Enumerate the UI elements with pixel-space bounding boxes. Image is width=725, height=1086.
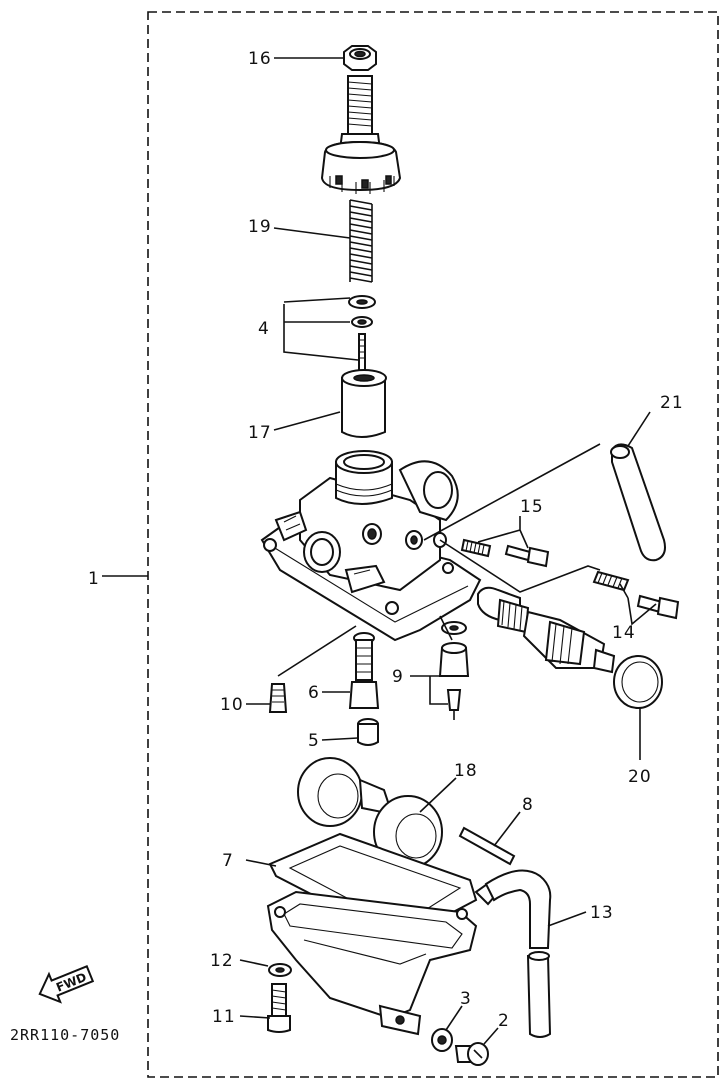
- part-5-main-jet: [357, 718, 379, 746]
- callout-10: 10: [220, 695, 244, 715]
- part-12-washer: [268, 963, 292, 977]
- part-14-screws: [592, 570, 680, 620]
- part-2-drain-screw: [454, 1042, 489, 1066]
- callout-11: 11: [212, 1007, 236, 1027]
- callout-4: 4: [258, 319, 270, 339]
- diagram-code: 2RR110-7050: [10, 1026, 120, 1044]
- part-16-nut: [343, 45, 377, 71]
- part-10-pilot-screw: [268, 683, 288, 713]
- callout-5: 5: [308, 731, 320, 751]
- callout-labels: 16 19 4 17 21 1 15 14 9 10 6 5 20 18 8 7…: [88, 49, 684, 1031]
- carburetor-body: [260, 450, 482, 642]
- callout-2: 2: [498, 1011, 510, 1031]
- callout-15: 15: [520, 497, 544, 517]
- part-15-screws: [460, 538, 550, 568]
- part-9-needle-valve: [438, 621, 470, 720]
- part-6-needle-jet: [348, 632, 380, 709]
- callout-21: 21: [660, 393, 684, 413]
- mixing-chamber-top: [320, 75, 402, 194]
- callout-8: 8: [522, 795, 534, 815]
- assembly-boundary: [147, 11, 719, 1078]
- callout-17: 17: [248, 423, 272, 443]
- callout-14: 14: [612, 623, 636, 643]
- part-3-washer: [431, 1028, 453, 1052]
- callout-18: 18: [454, 761, 478, 781]
- callout-19: 19: [248, 217, 272, 237]
- part-11-screw: [267, 983, 291, 1033]
- callout-1: 1: [88, 569, 100, 589]
- part-18-float: [297, 757, 443, 869]
- part-19-spring: [349, 199, 373, 283]
- part-20-choke-assembly: [477, 586, 663, 709]
- part-13-drain-hose: [484, 869, 552, 1038]
- part-17-throttle-valve: [341, 369, 387, 438]
- callout-12: 12: [210, 951, 234, 971]
- callout-20: 20: [628, 767, 652, 787]
- callout-16: 16: [248, 49, 272, 69]
- callout-6: 6: [308, 683, 320, 703]
- leader-lines: [102, 57, 657, 1045]
- part-8-float-pin: [458, 826, 516, 866]
- part-4-needle-clips: [348, 295, 376, 375]
- float-bowl: [266, 880, 502, 1036]
- fwd-arrow: FWD: [38, 965, 95, 1004]
- callout-3: 3: [460, 989, 472, 1009]
- callout-9: 9: [392, 667, 404, 687]
- callout-13: 13: [590, 903, 614, 923]
- part-21-hose: [610, 443, 666, 562]
- callout-7: 7: [222, 851, 234, 871]
